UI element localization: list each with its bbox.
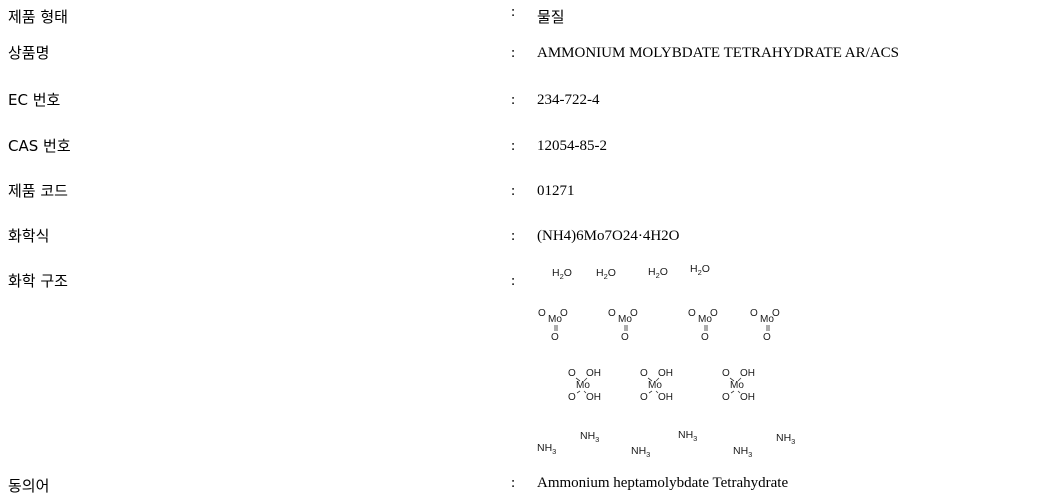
oxygen-atom: O bbox=[560, 308, 568, 319]
label-cas-number: CAS 번호 bbox=[8, 137, 71, 155]
bond-line bbox=[576, 390, 581, 394]
hydroxyl-group: OH bbox=[586, 392, 601, 403]
oxygen-atom: O bbox=[621, 332, 629, 343]
bond-line bbox=[583, 377, 588, 382]
water-molecule: H2O bbox=[596, 267, 616, 281]
bond-line bbox=[575, 377, 581, 382]
row-cas-number: CAS 번호 : 12054-85-2 bbox=[0, 131, 1054, 161]
oxygen-atom: O bbox=[568, 368, 576, 379]
row-formula: 화학식 : (NH4)6Mo7O24·4H2O bbox=[0, 221, 1054, 251]
label-product-code: 제품 코드 bbox=[8, 182, 68, 200]
molybdenum-atom: Mo bbox=[698, 314, 712, 325]
water-molecule: H2O bbox=[552, 267, 572, 281]
bond-line bbox=[648, 390, 653, 394]
colon: : bbox=[511, 45, 516, 61]
row-ec-number: EC 번호 : 234-722-4 bbox=[0, 85, 1054, 115]
colon: : bbox=[511, 475, 516, 491]
oxygen-atom: O bbox=[568, 392, 576, 403]
bond-line bbox=[655, 377, 660, 382]
hydroxyl-group: OH bbox=[658, 368, 673, 379]
molybdenum-atom: Mo bbox=[730, 380, 744, 391]
ammonia-molecule: NH3 bbox=[776, 432, 795, 446]
value-cas-number: 12054-85-2 bbox=[537, 138, 607, 154]
hydroxyl-group: OH bbox=[740, 368, 755, 379]
row-product-form: 제품 형태 : 물질 bbox=[0, 2, 1054, 32]
bond-line bbox=[737, 377, 742, 382]
label-ec-number: EC 번호 bbox=[8, 91, 61, 109]
value-ec-number: 234-722-4 bbox=[537, 92, 600, 108]
bond-line bbox=[647, 377, 653, 382]
oxygen-atom: O bbox=[640, 368, 648, 379]
hydroxyl-group: OH bbox=[658, 392, 673, 403]
oxygen-atom: O bbox=[710, 308, 718, 319]
water-molecule: H2O bbox=[690, 263, 710, 277]
ammonia-molecule: NH3 bbox=[537, 442, 556, 456]
hydroxyl-group: OH bbox=[740, 392, 755, 403]
molybdenum-atom: Mo bbox=[618, 314, 632, 325]
molybdenum-atom: Mo bbox=[648, 380, 662, 391]
oxygen-atom: O bbox=[608, 308, 616, 319]
bond-line bbox=[729, 377, 735, 382]
oxygen-atom: O bbox=[750, 308, 758, 319]
label-product-form: 제품 형태 bbox=[8, 8, 68, 26]
ammonia-molecule: NH3 bbox=[580, 430, 599, 444]
oxygen-atom: O bbox=[538, 308, 546, 319]
oxygen-atom: O bbox=[551, 332, 559, 343]
oxygen-atom: O bbox=[722, 368, 730, 379]
oxygen-atom: O bbox=[701, 332, 709, 343]
molybdenum-atom: Mo bbox=[760, 314, 774, 325]
row-synonym: 동의어 : Ammonium heptamolybdate Tetrahydra… bbox=[0, 471, 1054, 501]
label-trade-name: 상품명 bbox=[8, 44, 50, 62]
colon: : bbox=[511, 4, 516, 20]
oxygen-atom: O bbox=[763, 332, 771, 343]
value-trade-name: AMMONIUM MOLYBDATE TETRAHYDRATE AR/ACS bbox=[537, 45, 899, 61]
hydroxyl-group: OH bbox=[586, 368, 601, 379]
colon: : bbox=[511, 138, 516, 154]
oxygen-atom: O bbox=[640, 392, 648, 403]
ammonia-molecule: NH3 bbox=[733, 445, 752, 459]
row-structure: 화학 구조 : bbox=[0, 266, 1054, 296]
ammonia-molecule: NH3 bbox=[631, 445, 650, 459]
value-formula: (NH4)6Mo7O24·4H2O bbox=[537, 228, 680, 244]
colon: : bbox=[511, 228, 516, 244]
value-synonym: Ammonium heptamolybdate Tetrahydrate bbox=[537, 475, 789, 491]
colon: : bbox=[511, 183, 516, 199]
label-synonym: 동의어 bbox=[8, 477, 50, 495]
row-trade-name: 상품명 : AMMONIUM MOLYBDATE TETRAHYDRATE AR… bbox=[0, 38, 1054, 68]
molybdenum-atom: Mo bbox=[576, 380, 590, 391]
value-product-code: 01271 bbox=[537, 183, 575, 199]
row-product-code: 제품 코드 : 01271 bbox=[0, 176, 1054, 206]
bond-line bbox=[730, 390, 735, 394]
oxygen-atom: O bbox=[630, 308, 638, 319]
colon: : bbox=[511, 92, 516, 108]
water-molecule: H2O bbox=[648, 266, 668, 280]
value-product-form: 물질 bbox=[537, 8, 565, 26]
colon: : bbox=[511, 273, 516, 289]
molybdenum-atom: Mo bbox=[548, 314, 562, 325]
label-structure: 화학 구조 bbox=[8, 272, 68, 290]
oxygen-atom: O bbox=[688, 308, 696, 319]
oxygen-atom: O bbox=[722, 392, 730, 403]
label-formula: 화학식 bbox=[8, 227, 50, 245]
ammonia-molecule: NH3 bbox=[678, 429, 697, 443]
oxygen-atom: O bbox=[772, 308, 780, 319]
bond-line bbox=[655, 390, 659, 394]
bond-line bbox=[583, 390, 587, 394]
bond-line bbox=[737, 390, 741, 394]
